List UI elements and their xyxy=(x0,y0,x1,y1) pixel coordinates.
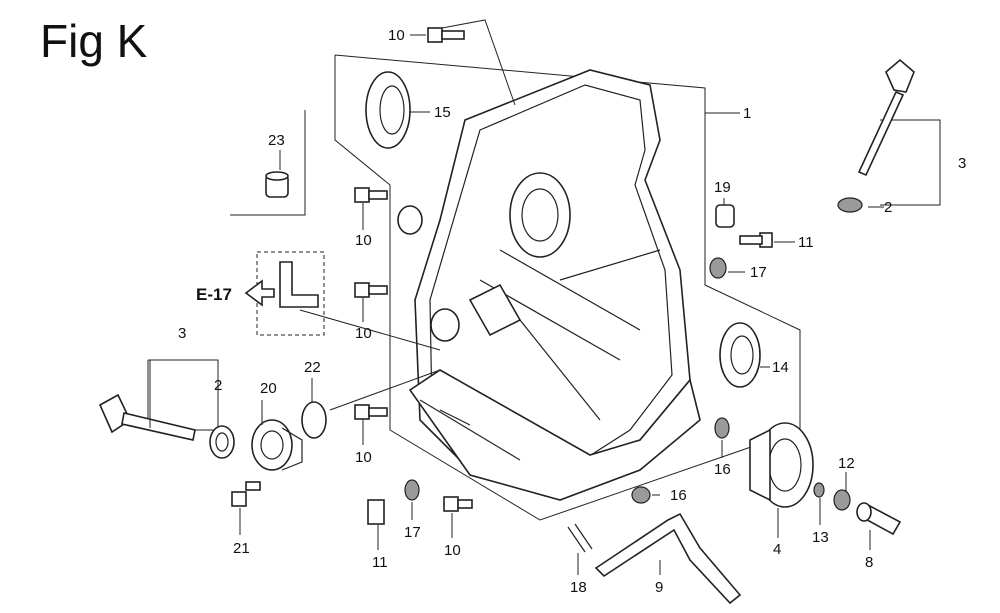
callout-3-right: 3 xyxy=(958,155,966,172)
breather-tube xyxy=(279,261,319,308)
callout-2-left: 2 xyxy=(214,377,222,394)
spring-pin xyxy=(567,523,593,553)
callout-20: 20 xyxy=(260,380,277,397)
leader-lines xyxy=(149,19,884,575)
callout-11-bottom: 11 xyxy=(372,554,388,571)
callout-1: 1 xyxy=(743,105,751,122)
callout-8: 8 xyxy=(865,554,873,571)
callout-15: 15 xyxy=(434,104,451,121)
gear-shaft xyxy=(856,502,902,536)
reference-label: E-17 xyxy=(196,285,232,304)
oil-filler-cap xyxy=(98,393,196,441)
oil-filler-neck xyxy=(251,419,303,471)
o-ring-left xyxy=(209,425,235,459)
reference-arrow xyxy=(244,279,275,307)
dowel-pin xyxy=(265,171,289,198)
callout-21: 21 xyxy=(233,540,250,557)
oil-dipstick-top xyxy=(857,58,915,177)
washer-12 xyxy=(833,489,851,511)
callout-11-right: 11 xyxy=(798,234,814,251)
bolt-bottom xyxy=(367,499,385,525)
washer-bottom xyxy=(404,479,420,501)
washer-right xyxy=(709,257,727,279)
callout-23: 23 xyxy=(268,132,285,149)
breather-tube-box xyxy=(256,251,325,336)
oil-seal xyxy=(365,71,411,149)
flange-bolt-left-upper xyxy=(354,187,388,203)
callout-10-bottom-left: 10 xyxy=(355,449,372,466)
collar xyxy=(715,204,735,228)
callout-19: 19 xyxy=(714,179,731,196)
callout-3-left: 3 xyxy=(178,325,186,342)
washer-mid xyxy=(631,486,651,504)
assembly-frame-main xyxy=(334,54,801,521)
callout-17-bottom: 17 xyxy=(404,524,421,541)
callout-10-top: 10 xyxy=(388,27,405,44)
assembly-frame-filler xyxy=(147,359,219,431)
bolt-right xyxy=(739,232,773,248)
callout-16-mid: 16 xyxy=(670,487,687,504)
callout-10-left-lower: 10 xyxy=(355,325,372,342)
callout-18: 18 xyxy=(570,579,587,596)
o-ring-top xyxy=(837,197,863,213)
assembly-frame-left xyxy=(230,110,306,216)
bolt-lower-left xyxy=(231,481,261,507)
flange-bolt-bottom xyxy=(443,496,473,512)
figure-title: Fig K xyxy=(40,15,148,67)
flange-bolt-left-lower xyxy=(354,282,388,298)
callout-9: 9 xyxy=(655,579,663,596)
governor-arm xyxy=(594,512,742,605)
callout-10-bottom: 10 xyxy=(444,542,461,559)
flange-bolt-bottom-left xyxy=(354,404,388,420)
washer-gear xyxy=(714,417,730,439)
callout-2-right: 2 xyxy=(884,199,892,216)
callout-4: 4 xyxy=(773,541,781,558)
flange-bolt-top xyxy=(427,27,465,43)
callout-16-gear: 16 xyxy=(714,461,731,478)
crankcase-cover xyxy=(397,69,701,501)
callout-12: 12 xyxy=(838,455,855,472)
washer-small xyxy=(813,482,825,498)
callout-13: 13 xyxy=(812,529,829,546)
callout-10-left-upper: 10 xyxy=(355,232,372,249)
callout-14: 14 xyxy=(772,359,789,376)
ball-bearing xyxy=(719,322,761,388)
assembly-frame-dipstick xyxy=(880,119,941,206)
callout-17-right: 17 xyxy=(750,264,767,281)
gasket xyxy=(301,401,327,439)
governor-gear xyxy=(749,422,814,508)
callout-22: 22 xyxy=(304,359,321,376)
